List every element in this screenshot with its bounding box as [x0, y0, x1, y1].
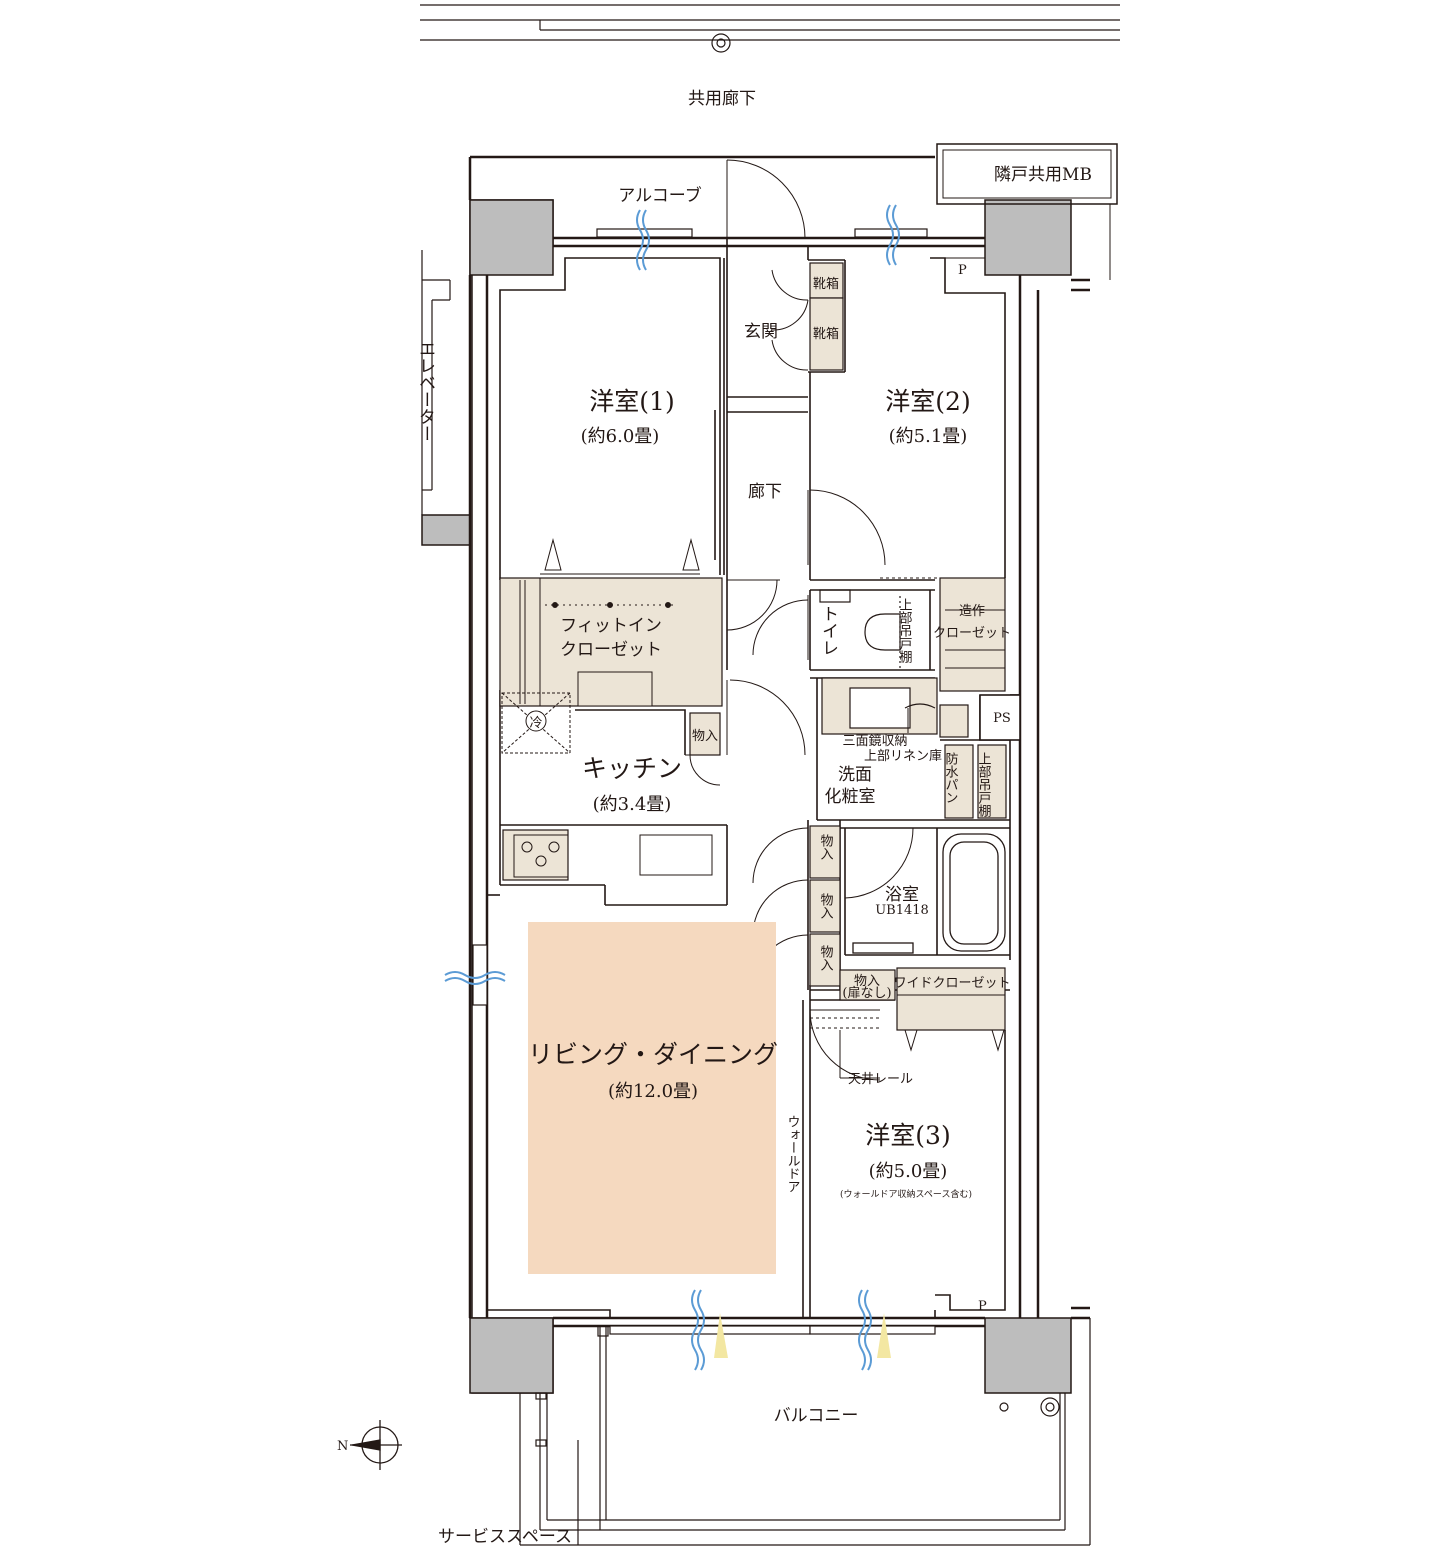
elevator-shaft — [421, 250, 451, 515]
wide-closet-label: ワイドクローゼット — [893, 976, 1010, 991]
pipe-space-bottom-label: P — [978, 1299, 987, 1314]
kitchen-fixtures — [513, 834, 713, 878]
storage-label-3: 物入 — [818, 945, 834, 971]
light-cones — [714, 1313, 891, 1358]
mirror-storage-label: 三面鏡収納 — [842, 734, 907, 749]
pipe-space-top-label: P — [958, 263, 967, 278]
room2-name: 洋室(2) — [885, 387, 970, 416]
ps-label: PS — [993, 711, 1011, 726]
washroom-label-2: 化粧室 — [825, 787, 876, 807]
storage-fills — [499, 262, 1007, 1031]
living-name: リビング・ダイニング — [528, 1040, 778, 1069]
fridge-icon: 冷 — [529, 716, 542, 731]
kitchen-area: (約3.4畳) — [593, 794, 672, 815]
shoe-box-label-2: 靴箱 — [813, 326, 839, 342]
storage-label-2: 物入 — [818, 893, 834, 919]
toilet-upper-cabinet-label: 上部吊戸棚 — [897, 598, 913, 663]
upper-linen-label: 上部リネン庫 — [864, 749, 942, 764]
washroom-label-1: 洗面 — [838, 765, 872, 785]
storage-no-door-label-2: (扉なし) — [842, 985, 891, 1001]
balcony-label: バルコニー — [774, 1406, 859, 1426]
built-in-closet-label-2: クローゼット — [933, 626, 1011, 641]
balcony — [519, 1318, 1091, 1546]
shoe-box-label-1: 靴箱 — [813, 276, 839, 292]
closet-details — [519, 538, 1005, 1052]
ventilation-icons — [444, 204, 900, 1371]
elevator-label: エレベーター — [415, 340, 435, 442]
corridor-rails — [420, 4, 1120, 53]
north-label: N — [337, 1439, 348, 1454]
north-arrow-icon — [350, 1420, 402, 1470]
room2-area: (約5.1畳) — [889, 426, 968, 447]
entrance-label: 玄関 — [744, 322, 778, 342]
structural-columns — [421, 199, 1072, 1394]
bathroom-label: 浴室 — [885, 885, 919, 905]
storage-label-1: 物入 — [818, 834, 834, 860]
hallway-label: 廊下 — [748, 482, 782, 502]
service-space-label: サービススペース — [438, 1527, 572, 1547]
neighbor-mb-label: 隣戸共用MB — [994, 165, 1092, 185]
living-area: (約12.0畳) — [608, 1081, 698, 1102]
wash-upper-cabinet-label: 上部吊戸棚 — [976, 752, 992, 817]
bathtub — [852, 833, 1006, 954]
wall-door-label: ウォールドア — [785, 1115, 800, 1193]
toilet-label: トイレ — [818, 605, 838, 656]
fit-in-closet-label-2: クローゼット — [560, 640, 662, 660]
waterproof-pan-label: 防水パン — [943, 751, 959, 804]
alcove-label: アルコーブ — [618, 185, 701, 206]
ceiling-rail-label: 天井レール — [848, 1072, 913, 1087]
fridge — [501, 692, 571, 754]
fit-in-closet-label-1: フィットイン — [560, 616, 662, 636]
room3-note: (ウォールドア収納スペース含む) — [840, 1188, 972, 1200]
built-in-closet-label-1: 造作 — [959, 604, 985, 619]
windows — [472, 228, 936, 1335]
room3-name: 洋室(3) — [865, 1121, 950, 1150]
kitchen-storage-label: 物入 — [692, 729, 718, 744]
bathroom-unit-label: UB1418 — [875, 903, 929, 918]
storage-no-door-label-1: 物入 — [854, 974, 880, 989]
living-highlight — [528, 922, 776, 1274]
kitchen-name: キッチン — [582, 754, 682, 783]
room1-area: (約6.0畳) — [581, 426, 660, 447]
room1-name: 洋室(1) — [589, 387, 674, 416]
room3-area: (約5.0畳) — [869, 1161, 948, 1182]
toilet-fixture — [819, 589, 901, 668]
neighbor-mb-box — [936, 143, 1118, 205]
common-corridor-label: 共用廊下 — [688, 89, 756, 109]
wash-basin — [849, 687, 936, 729]
